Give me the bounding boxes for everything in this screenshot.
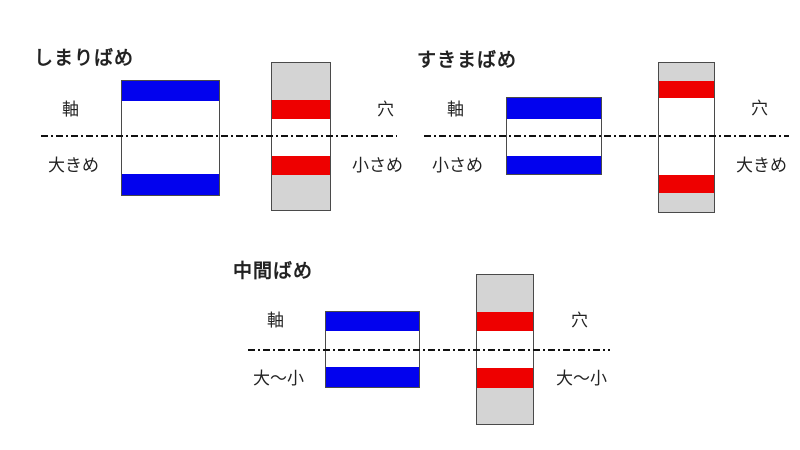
hole-body-bottom [272, 175, 330, 210]
shaft-lower-tolerance-band [122, 174, 219, 195]
shaft-upper-tolerance-band [122, 81, 219, 101]
clearance-fit-title: すきまばめ [417, 50, 518, 71]
shaft-size-label: 大きめ [48, 156, 99, 175]
shaft-body [122, 101, 219, 174]
hole-tolerance-zone [658, 62, 715, 213]
shaft-size-label: 大〜小 [253, 369, 304, 388]
shaft-label: 軸 [62, 100, 79, 119]
hole-label: 穴 [377, 100, 394, 119]
hole-body-bottom [477, 388, 533, 424]
hole-lower-tolerance-band [477, 368, 533, 388]
shaft-label: 軸 [447, 100, 464, 119]
hole-body-top [477, 275, 533, 312]
hole-size-label: 大きめ [736, 156, 787, 175]
hole-upper-tolerance-band [477, 312, 533, 331]
shaft-lower-tolerance-band [326, 367, 419, 387]
shaft-lower-tolerance-band [507, 156, 601, 174]
hole-lower-tolerance-band [659, 175, 714, 193]
shaft-size-label: 小さめ [432, 156, 483, 175]
hole-size-label: 大〜小 [556, 369, 607, 388]
axis-centerline [424, 135, 789, 137]
hole-bore [272, 119, 330, 156]
interference-fit-title: しまりばめ [34, 48, 135, 69]
hole-upper-tolerance-band [659, 81, 714, 98]
hole-label: 穴 [751, 99, 768, 118]
hole-size-label: 小さめ [352, 156, 403, 175]
axis-centerline [248, 349, 610, 351]
shaft-upper-tolerance-band [507, 98, 601, 119]
hole-upper-tolerance-band [272, 100, 330, 119]
hole-label: 穴 [571, 311, 588, 330]
shaft-upper-tolerance-band [326, 312, 419, 331]
shaft-label: 軸 [267, 311, 284, 330]
hole-lower-tolerance-band [272, 156, 330, 175]
axis-centerline [41, 135, 397, 137]
shaft-tolerance-zone [121, 80, 220, 196]
hole-body-top [272, 63, 330, 100]
hole-body-top [659, 63, 714, 81]
hole-body-bottom [659, 193, 714, 212]
transition-fit-title: 中間ばめ [233, 261, 314, 282]
shaft-body [507, 119, 601, 156]
